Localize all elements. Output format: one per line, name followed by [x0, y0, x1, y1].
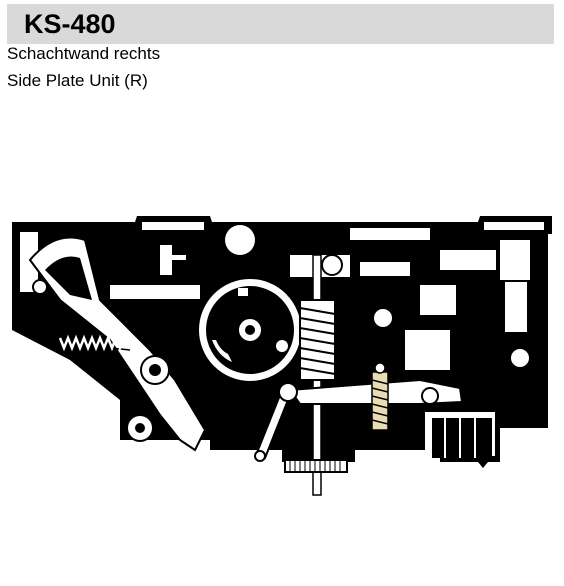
hole-right-3 [321, 254, 343, 276]
small-spring [371, 362, 389, 431]
subtitle-german: Schachtwand rechts [7, 44, 161, 63]
bottom-rack [284, 459, 348, 473]
ground-mark [478, 462, 488, 468]
hole-right-1 [372, 307, 394, 329]
left-spring [47, 334, 131, 352]
subtitle-english: Side Plate Unit (R) [7, 71, 148, 90]
model-title: KS-480 [24, 9, 116, 39]
pivot-right [421, 387, 439, 405]
bottom-right-block [432, 418, 492, 458]
side-plate-unit-drawing [12, 216, 552, 496]
pivot-left [32, 279, 48, 295]
center-spring [299, 299, 336, 381]
left-lever-inner [45, 256, 92, 300]
main-gear [197, 277, 303, 383]
title-bar: KS-480 [7, 4, 554, 44]
hole-right-2 [509, 347, 531, 369]
